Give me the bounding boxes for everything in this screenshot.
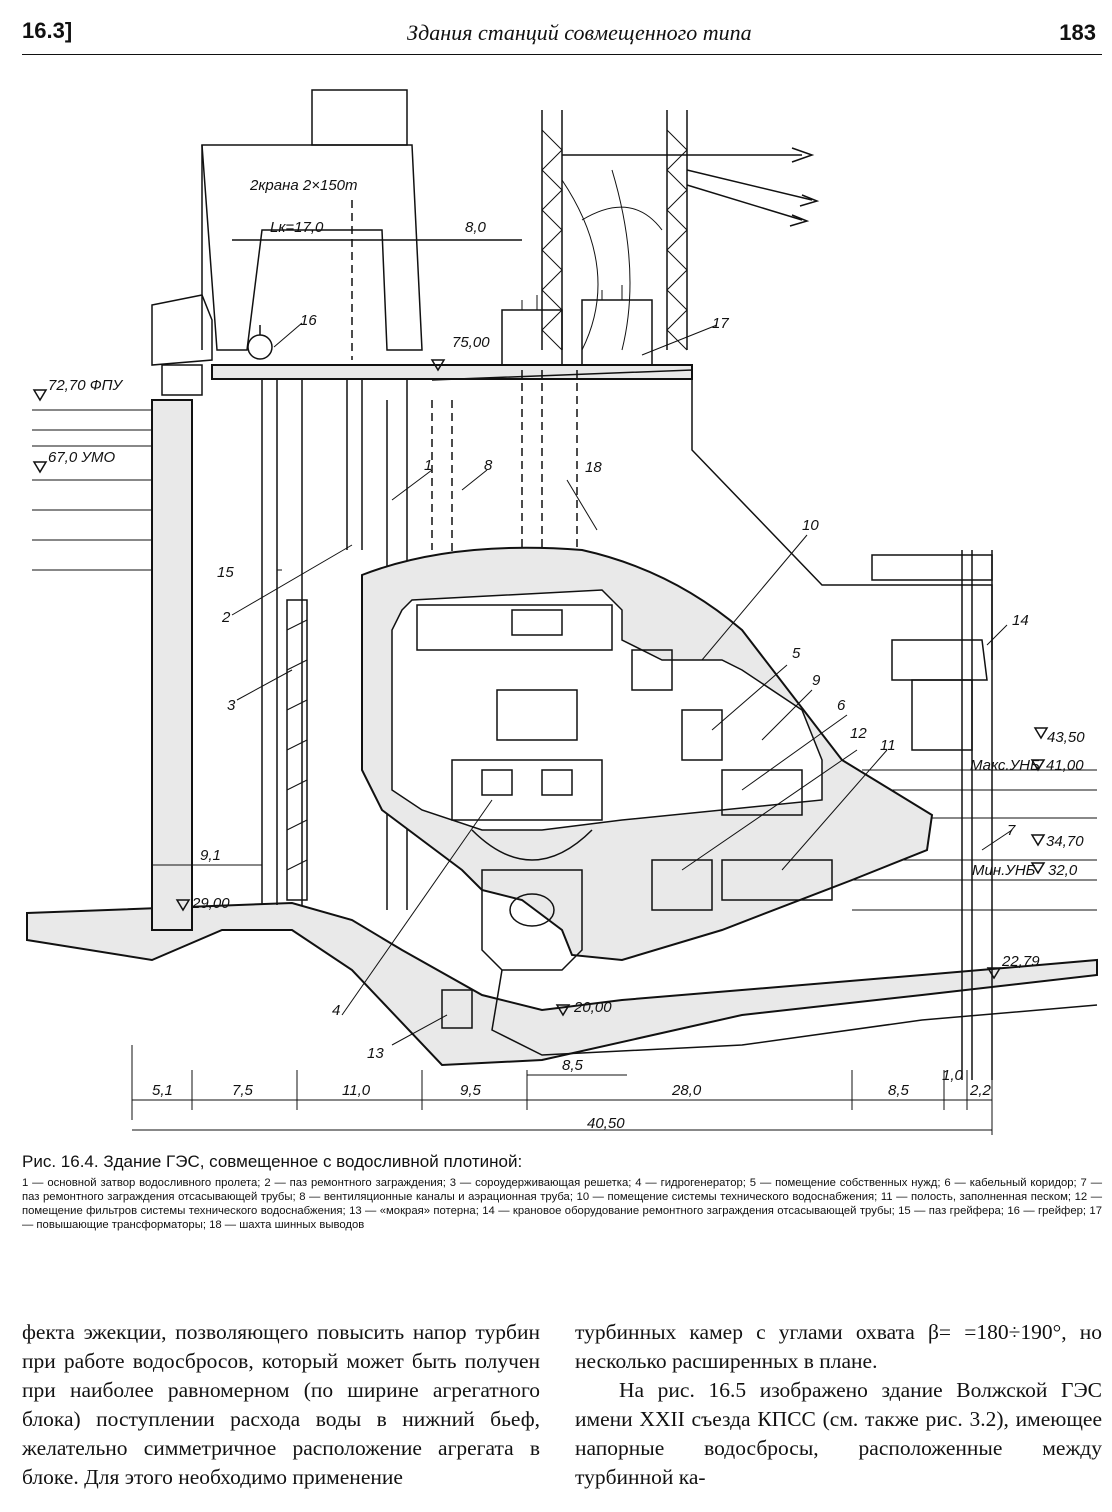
label-fpu: 72,70 ФПУ	[48, 377, 123, 394]
section-number: 16.3]	[22, 18, 73, 43]
elevation-marks	[32, 359, 1049, 1017]
callout-18: 18	[585, 459, 602, 476]
callout-5: 5	[792, 645, 801, 662]
callout-15: 15	[217, 564, 234, 581]
body-right-paragraph-1: турбинных камер с углами охвата β= =180÷…	[575, 1320, 1102, 1373]
callout-11: 11	[880, 737, 896, 754]
label-max-unb: Макс.УНБ	[970, 757, 1040, 774]
label-elev-2000: 20,00	[573, 999, 612, 1016]
label-elev-2279: 22,79	[1001, 953, 1040, 970]
draft-tube	[491, 969, 1098, 1056]
running-title: Здания станций совмещенного типа	[407, 20, 752, 45]
body-column-right: турбинных камер с углами охвата β= =180÷…	[575, 1318, 1102, 1492]
body-column-left: фекта эжекции, позволяющего повысить нап…	[22, 1320, 540, 1489]
foundation-slab	[26, 901, 1098, 1067]
transformers-17	[501, 285, 653, 366]
leader-lines	[231, 322, 1013, 1046]
dim-85: 8,5	[888, 1082, 910, 1099]
hall-crane	[416, 604, 613, 651]
turbine	[481, 869, 583, 971]
callout-17: 17	[712, 315, 729, 332]
caption-legend: 1 — основной затвор водосливного пролета…	[22, 1177, 1102, 1231]
dim-110: 11,0	[342, 1082, 371, 1099]
switchyard-portal	[541, 110, 820, 351]
callout-4: 4	[332, 1002, 340, 1019]
label-dim-85-lower: 8,5	[562, 1057, 584, 1074]
dim-10: 1,0	[942, 1067, 964, 1084]
figure-caption: Рис. 16.4. Здание ГЭС, совмещенное с вод…	[22, 1152, 1102, 1232]
sand-cavity-11	[721, 859, 833, 901]
callout-6: 6	[837, 697, 846, 714]
gallery-13	[441, 989, 473, 1029]
grab-16	[247, 325, 273, 360]
room-12	[651, 859, 713, 911]
label-dist-80: 8,0	[465, 219, 487, 236]
label-elev-3470: 34,70	[1046, 833, 1084, 850]
callout-14: 14	[1012, 612, 1029, 629]
upstream-crane	[151, 294, 213, 396]
label-span: Lк=17,0	[270, 219, 324, 236]
callout-2: 2	[221, 609, 231, 626]
label-elev-320: 32,0	[1048, 862, 1078, 879]
dim-95: 9,5	[460, 1082, 482, 1099]
dim-51: 5,1	[152, 1082, 173, 1099]
dim-75: 7,5	[232, 1082, 254, 1099]
body-right-paragraph-2: На рис. 16.5 изображено здание Волжской …	[575, 1378, 1102, 1489]
callout-8: 8	[484, 457, 493, 474]
callout-3: 3	[227, 697, 236, 714]
callout-12: 12	[850, 725, 867, 742]
callout-13: 13	[367, 1045, 384, 1062]
dim-22: 2,2	[969, 1082, 992, 1099]
draft-tube-crane-14	[891, 550, 993, 1080]
label-min-unb: Мин.УНБ	[972, 862, 1036, 879]
dim-280: 28,0	[671, 1082, 702, 1099]
callout-10: 10	[802, 517, 819, 534]
callout-9: 9	[812, 672, 821, 689]
caption-title: Рис. 16.4. Здание ГЭС, совмещенное с вод…	[22, 1152, 523, 1171]
headwater	[32, 409, 152, 571]
upstream-pier	[151, 399, 193, 931]
label-dist-91: 9,1	[200, 847, 221, 864]
hydropower-section-drawing: 2крана 2×150т Lк=17,0 8,0 75,00 72,70 ФП…	[22, 70, 1102, 1150]
callout-1: 1	[424, 457, 432, 474]
gantry-crane	[201, 89, 522, 360]
label-elev-2900: 29,00	[191, 895, 230, 912]
callout-16: 16	[300, 312, 317, 329]
downstream-deck	[871, 554, 993, 581]
dim-4050: 40,50	[587, 1115, 625, 1132]
callout-7: 7	[1007, 822, 1016, 839]
room-10	[631, 649, 673, 691]
drawing-svg: 2крана 2×150т Lк=17,0 8,0 75,00 72,70 ФП…	[26, 89, 1098, 1135]
label-umo: 67,0 УМО	[48, 449, 115, 466]
label-elev-7500: 75,00	[452, 334, 490, 351]
generator-4	[451, 689, 603, 861]
label-elev-4350: 43,50	[1047, 729, 1085, 746]
page-number: 183	[1059, 20, 1096, 45]
top-deck	[211, 364, 693, 380]
label-crane: 2крана 2×150т	[249, 177, 358, 194]
label-elev-4100: 41,00	[1046, 757, 1084, 774]
page-header: 16.3] Здания станций совмещенного типа 1…	[22, 10, 1102, 55]
room-5	[681, 709, 723, 761]
trash-rack	[286, 599, 308, 901]
header-rule	[22, 54, 1102, 55]
dimension-lines	[131, 864, 993, 1135]
